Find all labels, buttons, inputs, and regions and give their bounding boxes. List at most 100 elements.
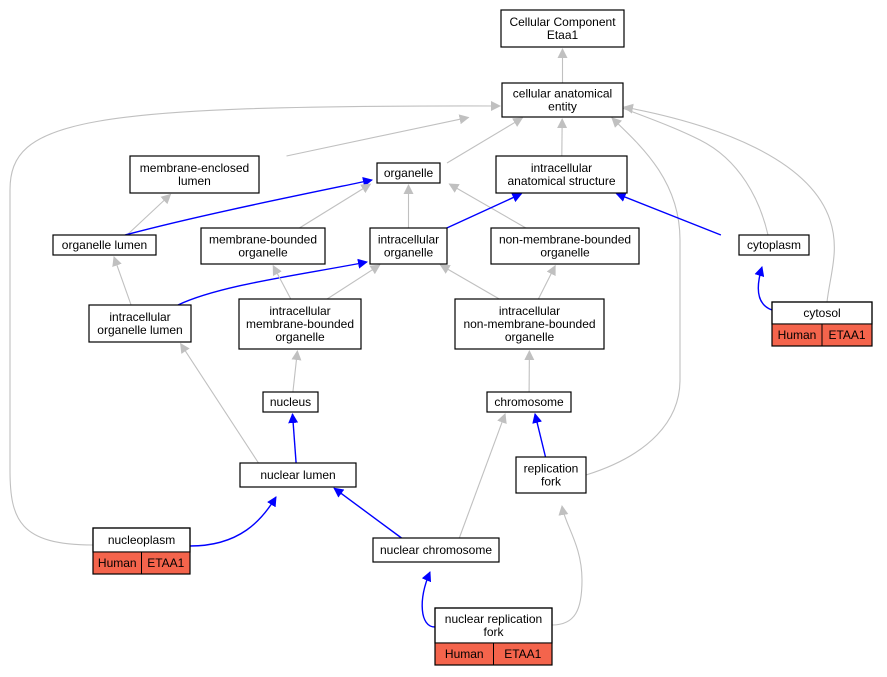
node-box [454, 298, 605, 350]
node-box [500, 9, 625, 48]
edge-cytoplasm-to-intracellular-anat [615, 192, 722, 236]
node-box [369, 227, 448, 265]
node-label-line: nuclear chromosome [380, 543, 492, 557]
node-label-line: membrane-bounded [209, 233, 317, 247]
node-outline [434, 607, 553, 666]
node-label-line: Cellular Component [509, 15, 616, 29]
node-label-line: entity [548, 100, 577, 114]
node-box [239, 462, 357, 488]
node-label-line: organelle [505, 330, 555, 344]
node-label-line: fork [541, 475, 562, 489]
edge-nuclear-rep-fork-to-replication-fork [551, 505, 583, 626]
edge-nucleoplasm-to-cellular-anatomical [9, 100, 501, 546]
node-label-line: intracellular [531, 161, 592, 175]
edge-intra-org-lumen-to-organelle-lumen [112, 255, 132, 306]
node-nuclear-chromosome[interactable]: nuclear chromosome [372, 537, 500, 563]
node-box [88, 304, 192, 343]
node-box [238, 298, 362, 350]
edge-intra-org-lumen-to-intracellular-org [177, 258, 368, 306]
node-label-line: non-membrane-bounded [499, 233, 631, 247]
edge-layer [9, 48, 835, 628]
node-organelle[interactable]: organelle [376, 162, 441, 184]
node-label-line: nuclear lumen [260, 468, 335, 482]
node-box [129, 155, 260, 194]
node-box [372, 537, 500, 563]
node-label-line: Etaa1 [547, 28, 579, 42]
node-label-line: cellular anatomical [513, 87, 612, 101]
gene-label: ETAA1 [504, 647, 541, 661]
edge-organelle-lumen-to-membrane-enclosed [126, 193, 172, 236]
node-nuclear-lumen[interactable]: nuclear lumen [239, 462, 357, 488]
gene-label: ETAA1 [828, 328, 865, 342]
edge-nuclear-chromosome-to-nuclear-lumen [333, 487, 402, 539]
gene-label: ETAA1 [147, 556, 184, 570]
node-label-line: membrane-enclosed [140, 161, 249, 175]
node-nucleus[interactable]: nucleus [262, 391, 319, 413]
node-box [495, 155, 628, 194]
edge-replication-fork-to-chromosome [532, 412, 547, 458]
edge-membrane-bounded-to-organelle [299, 183, 372, 229]
node-box [200, 227, 326, 265]
edge-intracellular-org-to-intracellular-anat [446, 193, 523, 229]
node-box [376, 162, 441, 184]
node-label-line: replication [524, 462, 579, 476]
node-label-line: cytoplasm [747, 238, 801, 252]
node-organelle-lumen[interactable]: organelle lumen [52, 234, 157, 256]
node-box [738, 234, 810, 256]
edge-intra-non-mem-to-non-membrane [537, 264, 556, 300]
node-label-line: organelle [540, 246, 590, 260]
node-label-line: intracellular [378, 233, 439, 247]
edge-cytoplasm-to-cellular-anatomical [611, 102, 769, 236]
node-label-line: membrane-bounded [246, 317, 354, 331]
node-label-line: chromosome [494, 395, 564, 409]
node-box [501, 82, 624, 118]
node-chromosome[interactable]: chromosome [486, 391, 572, 413]
node-box [262, 391, 319, 413]
edge-intra-mem-bounded-to-intracellular-org [326, 264, 381, 300]
node-box [52, 234, 157, 256]
node-label-line: fork [483, 625, 504, 639]
node-outline [771, 301, 873, 347]
node-label-line: organelle [275, 330, 325, 344]
edge-cytosol-to-cellular-anatomical [623, 103, 835, 303]
species-label: Human [445, 647, 484, 661]
node-label-line: organelle lumen [62, 238, 147, 252]
node-label-line: organelle [384, 166, 434, 180]
node-label-line: lumen [178, 174, 211, 188]
edge-nucleus-to-intra-mem-bounded [291, 350, 302, 393]
edge-replication-fork-to-cellular-anatomical [585, 117, 681, 476]
node-box [486, 391, 572, 413]
node-label-line: organelle lumen [97, 323, 182, 337]
species-label: Human [98, 556, 137, 570]
node-label-line: intracellular [269, 304, 330, 318]
node-label-line: organelle [384, 246, 434, 260]
edge-nuclear-rep-fork-to-nuclear-chromosome [421, 571, 436, 628]
edge-organelle-to-cellular-anatomical [446, 117, 524, 164]
node-label-line: anatomical structure [507, 174, 615, 188]
edge-nuclear-lumen-to-nucleus [288, 413, 299, 464]
node-box [515, 456, 587, 494]
species-label: Human [778, 328, 817, 342]
edge-nuclear-lumen-to-intra-org-lumen [180, 342, 259, 464]
edge-intra-mem-bounded-to-membrane-bounded [272, 264, 292, 300]
edge-intra-non-mem-to-intracellular-org [439, 264, 500, 300]
edge-non-membrane-to-organelle [448, 183, 527, 229]
node-cytoplasm[interactable]: cytoplasm [738, 234, 810, 256]
node-intra-non-mem[interactable]: intracellularnon-membrane-boundedorganel… [454, 298, 605, 350]
